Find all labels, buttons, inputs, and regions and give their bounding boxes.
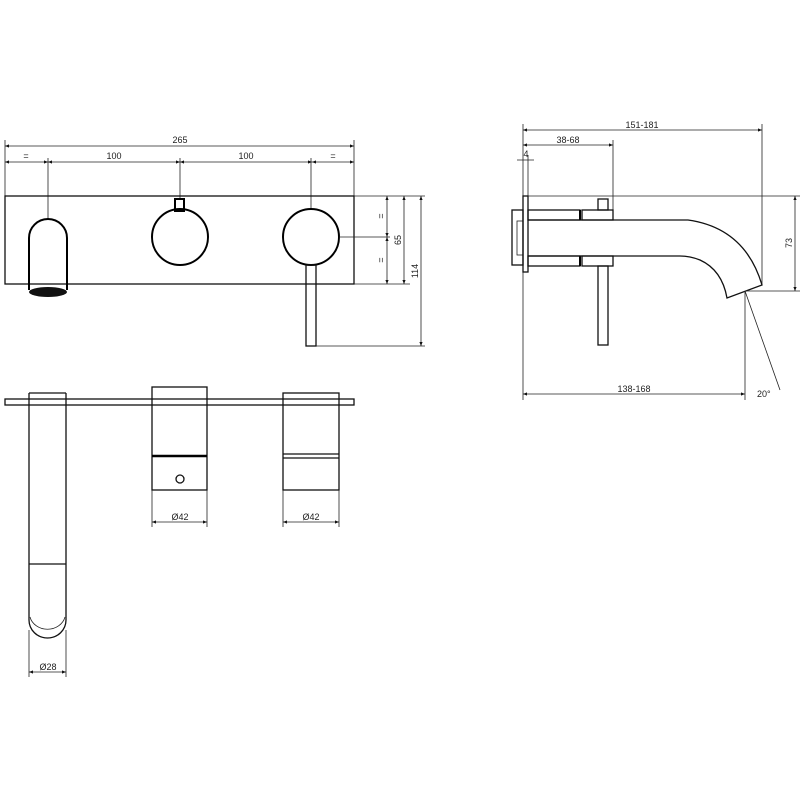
diverter-knob <box>282 208 340 266</box>
mixer-knob <box>151 208 209 266</box>
wall-plate-side <box>522 195 529 273</box>
dim-spout-height: 73 <box>784 238 794 248</box>
dim-spout-reach: 138-168 <box>617 384 650 394</box>
dim-plate-thickness: 4 <box>523 149 528 159</box>
dim-overall-width-label: 265 <box>172 135 187 145</box>
dim-outlet-angle: 20° <box>757 389 771 399</box>
dim-equal-top: = <box>376 213 386 218</box>
dim-plate-height: 65 <box>393 235 403 245</box>
dim-spacing-2: 100 <box>238 151 253 161</box>
spout-front <box>28 218 68 290</box>
spout-outlet <box>29 287 67 297</box>
lever-side <box>597 265 609 346</box>
dim-equal-bottom: = <box>376 257 386 262</box>
dim-body-depth: 38-68 <box>556 135 579 145</box>
spout-bottom <box>28 393 67 639</box>
wall-plate-bottom <box>4 398 355 406</box>
dim-spacing-1: 100 <box>106 151 121 161</box>
dim-overall-depth: 151-181 <box>625 120 658 130</box>
wall-plate <box>4 195 355 285</box>
dim-spout-diameter: Ø28 <box>39 662 56 672</box>
mixer-pin <box>175 474 185 484</box>
dim-mixer-diameter: Ø42 <box>171 512 188 522</box>
spout-side <box>528 219 763 299</box>
bottom-view: Ø28 Ø42 Ø42 <box>4 386 355 677</box>
back-box <box>511 209 524 266</box>
dim-total-height: 114 <box>410 264 420 278</box>
diverter-lever <box>305 264 317 347</box>
side-view: 151-181 38-68 4 73 138-168 20° <box>511 120 800 400</box>
mixer-stem <box>174 198 185 212</box>
dim-equal-left: = <box>23 151 28 161</box>
stem-side <box>597 198 609 211</box>
front-view: 265 = 100 100 = = = 65 114 <box>4 135 425 347</box>
dim-equal-right: = <box>330 151 335 161</box>
mixer-body-bottom <box>151 386 208 491</box>
diverter-body-bottom <box>282 392 340 491</box>
dim-diverter-diameter: Ø42 <box>302 512 319 522</box>
